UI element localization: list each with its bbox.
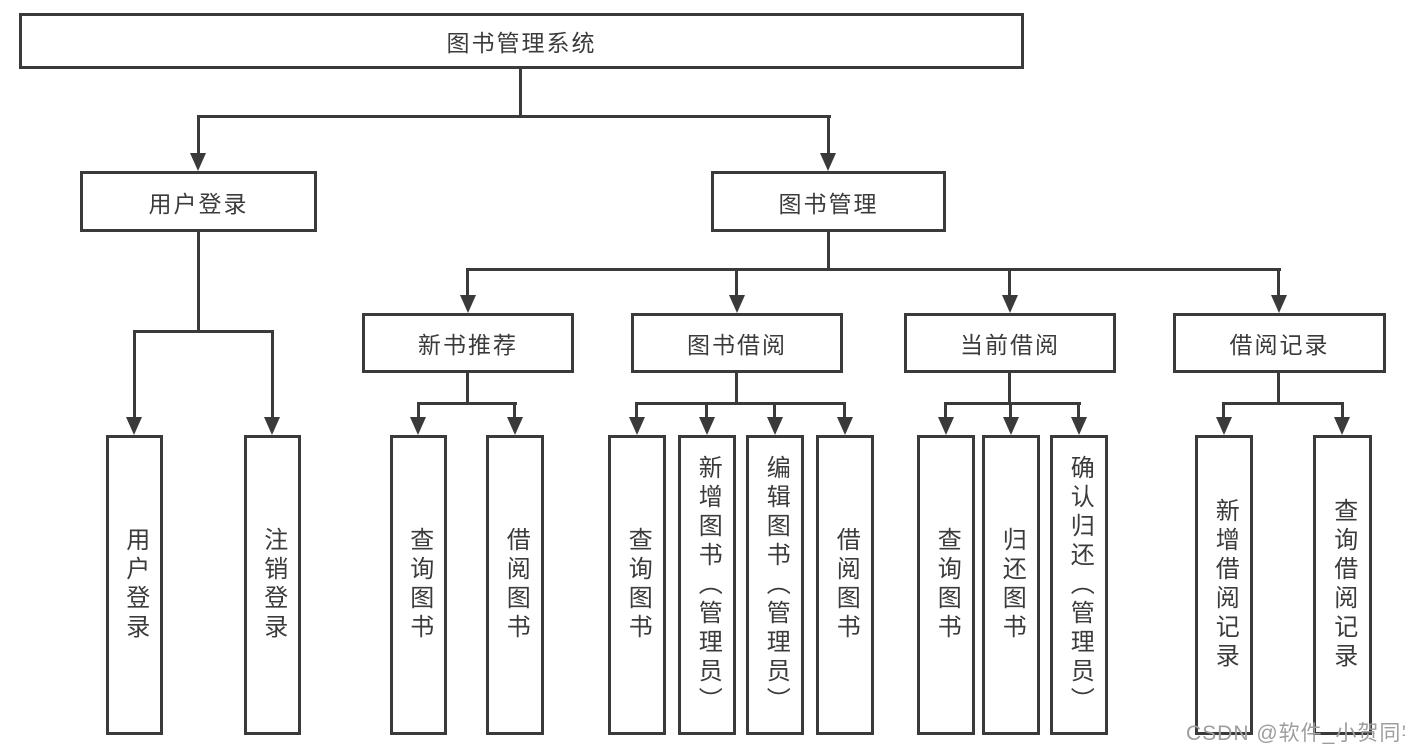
connector-line: [1277, 271, 1280, 296]
connector-line: [466, 268, 1281, 271]
leaf-return-books-label: 归还图书: [998, 527, 1026, 643]
leaf-query-books-current-label: 查询图书: [933, 527, 961, 643]
leaf-query-books-current: 查询图书: [917, 435, 975, 735]
node-user-login: 用户登录: [80, 171, 317, 232]
arrowhead-down-icon: [460, 295, 476, 313]
leaf-query-borrow-record-label: 查询借阅记录: [1329, 498, 1357, 672]
arrowhead-down-icon: [1003, 417, 1019, 435]
arrowhead-down-icon: [938, 417, 954, 435]
connector-line: [735, 271, 738, 296]
node-user-login-label: 用户登录: [148, 190, 249, 217]
node-current-borrowing-label: 当前借阅: [960, 332, 1060, 358]
node-root-system: 图书管理系统: [19, 13, 1024, 69]
node-book-management: 图书管理: [711, 171, 946, 232]
leaf-user-login-label: 用户登录: [121, 527, 149, 643]
leaf-query-books-recommend-label: 查询图书: [405, 527, 433, 643]
node-borrowing-records-label: 借阅记录: [1229, 332, 1330, 358]
connector-line: [417, 405, 420, 418]
leaf-logout-label: 注销登录: [259, 527, 287, 643]
leaf-user-login: 用户登录: [106, 435, 163, 735]
arrowhead-down-icon: [699, 417, 715, 435]
leaf-add-book-admin-label: 新增图书（管理员）: [694, 454, 722, 716]
arrowhead-down-icon: [767, 417, 783, 435]
leaf-add-book-admin: 新增图书（管理员）: [678, 435, 736, 735]
leaf-add-borrow-record: 新增借阅记录: [1195, 435, 1253, 735]
connector-line: [705, 405, 708, 418]
connector-line: [133, 333, 136, 418]
arrowhead-down-icon: [837, 417, 853, 435]
arrowhead-down-icon: [820, 153, 836, 171]
arrowhead-down-icon: [410, 417, 426, 435]
connector-line: [197, 232, 200, 332]
node-borrowing-records: 借阅记录: [1173, 313, 1386, 373]
node-new-book-recommendation-label: 新书推荐: [418, 332, 518, 358]
leaf-borrow-books-label: 借阅图书: [832, 527, 860, 643]
arrowhead-down-icon: [629, 417, 645, 435]
connector-line: [843, 405, 846, 418]
leaf-borrow-books-recommend-label: 借阅图书: [502, 527, 530, 643]
connector-line: [197, 118, 200, 154]
connector-line: [1277, 373, 1280, 404]
leaf-add-borrow-record-label: 新增借阅记录: [1211, 498, 1239, 672]
node-current-borrowing: 当前借阅: [904, 313, 1116, 373]
connector-line: [944, 402, 1081, 405]
arrowhead-down-icon: [264, 417, 280, 435]
leaf-confirm-return-admin-label: 确认归还（管理员）: [1066, 454, 1094, 716]
arrowhead-down-icon: [729, 295, 745, 313]
connector-line: [1009, 405, 1012, 418]
connector-line: [417, 402, 517, 405]
connector-line: [944, 405, 947, 418]
arrowhead-down-icon: [1216, 417, 1232, 435]
connector-line: [271, 333, 274, 418]
connector-line: [1222, 402, 1344, 405]
connector-line: [1222, 405, 1225, 418]
node-book-management-label: 图书管理: [778, 190, 879, 217]
connector-line: [1008, 271, 1011, 296]
connector-line: [773, 405, 776, 418]
connector-line: [827, 232, 830, 270]
leaf-query-books-borrowing-label: 查询图书: [624, 527, 652, 643]
node-new-book-recommendation: 新书推荐: [362, 313, 574, 373]
node-root-label: 图书管理系统: [446, 30, 597, 56]
arrowhead-down-icon: [1071, 417, 1087, 435]
leaf-borrow-books-recommend: 借阅图书: [486, 435, 544, 735]
leaf-edit-book-admin-label: 编辑图书（管理员）: [762, 454, 790, 716]
connector-line: [1341, 405, 1344, 418]
connector-line: [519, 69, 522, 118]
leaf-logout: 注销登录: [244, 435, 301, 735]
leaf-return-books: 归还图书: [982, 435, 1040, 735]
leaf-query-books-borrowing: 查询图书: [608, 435, 666, 735]
arrowhead-down-icon: [1334, 417, 1350, 435]
arrowhead-down-icon: [190, 153, 206, 171]
connector-line: [466, 271, 469, 296]
arrowhead-down-icon: [1002, 295, 1018, 313]
leaf-borrow-books: 借阅图书: [816, 435, 874, 735]
csdn-watermark: CSDN @软件_小贺同学: [1186, 722, 1405, 745]
connector-line: [1077, 405, 1080, 418]
arrowhead-down-icon: [126, 417, 142, 435]
connector-line: [1008, 373, 1011, 404]
arrowhead-down-icon: [507, 417, 523, 435]
node-book-borrowing: 图书借阅: [631, 313, 843, 373]
connector-line: [827, 118, 830, 154]
leaf-query-books-recommend: 查询图书: [390, 435, 447, 735]
connector-line: [513, 405, 516, 418]
connector-line: [466, 373, 469, 404]
leaf-confirm-return-admin: 确认归还（管理员）: [1050, 435, 1108, 735]
leaf-edit-book-admin: 编辑图书（管理员）: [746, 435, 804, 735]
connector-line: [635, 405, 638, 418]
connector-line: [197, 115, 831, 118]
connector-line: [635, 402, 846, 405]
leaf-query-borrow-record: 查询借阅记录: [1313, 435, 1372, 735]
connector-line: [133, 330, 274, 333]
node-book-borrowing-label: 图书借阅: [687, 332, 787, 358]
connector-line: [735, 373, 738, 404]
arrowhead-down-icon: [1271, 295, 1287, 313]
